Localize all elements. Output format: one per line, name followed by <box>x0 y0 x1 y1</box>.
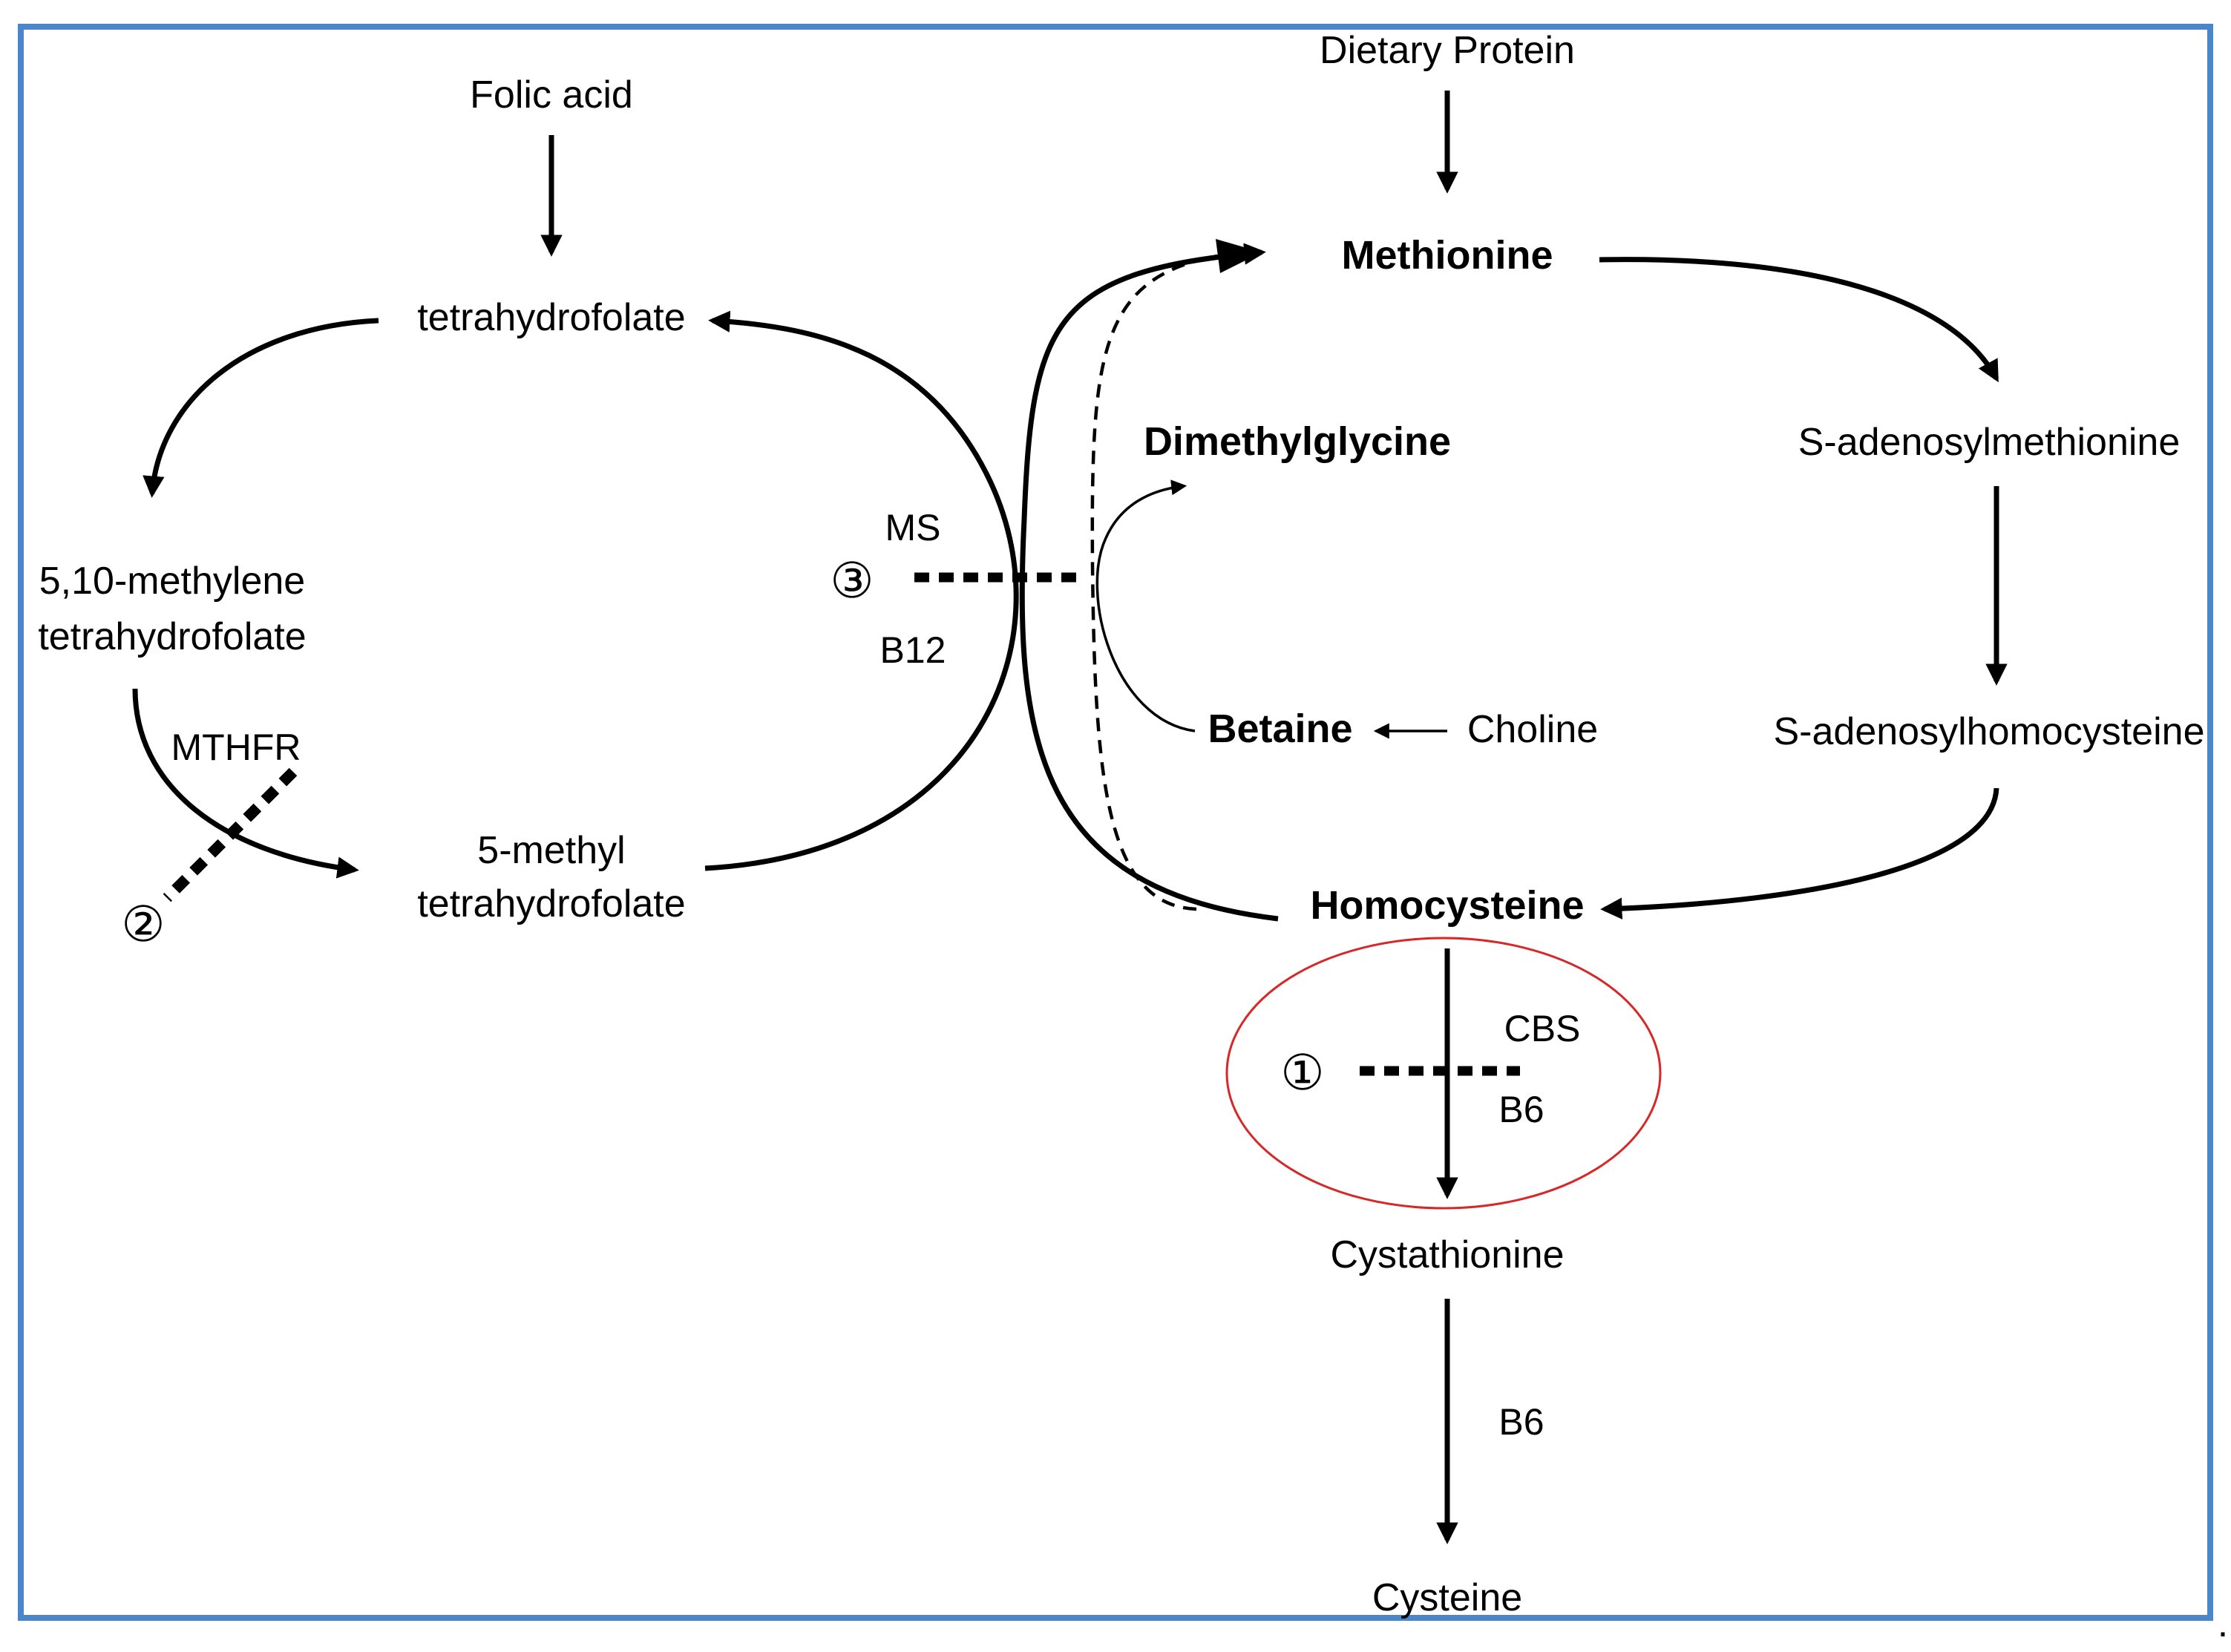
block-marker-1: ① <box>1280 1044 1324 1101</box>
homocysteine-to-methionine-ms-arrow <box>1019 243 1279 922</box>
methylene-thf-to-methyl-thf-arrow <box>132 688 359 879</box>
methylene-thf-label-line2: tetrahydrofolate <box>38 615 306 658</box>
dietary-protein-label: Dietary Protein <box>1320 29 1575 72</box>
block-marker-2: ② <box>121 896 165 953</box>
b6-cystathionine-cofactor-label: B6 <box>1498 1401 1544 1443</box>
b12-cofactor-label: B12 <box>880 629 946 671</box>
ms-enzyme-label: MS <box>885 507 941 548</box>
cysteine-label: Cysteine <box>1372 1576 1522 1619</box>
homocysteine-label: Homocysteine <box>1310 883 1584 928</box>
choline-label: Choline <box>1467 708 1598 751</box>
methylene-thf-label-line1: 5,10-methylene <box>39 560 305 603</box>
methionine-to-sam-arrow <box>1599 257 1999 383</box>
betaine-path-arrowhead <box>1216 239 1262 273</box>
methionine-label: Methionine <box>1342 233 1553 278</box>
thf-to-methylene-thf-arrow <box>142 318 379 498</box>
s-adenosylmethionine-label: S-adenosylmethionine <box>1798 421 2181 464</box>
b6-cbs-cofactor-label: B6 <box>1498 1089 1544 1130</box>
s-adenosylhomocysteine-label: S-adenosylhomocysteine <box>1774 710 2205 753</box>
homocysteine-to-methionine-betaine-path <box>1090 254 1218 911</box>
tetrahydrofolate-label: tetrahydrofolate <box>417 296 685 339</box>
betaine-to-dimethylglycine-arrow <box>1095 479 1196 732</box>
sah-to-homocysteine-arrow <box>1600 787 1999 920</box>
folic-acid-label: Folic acid <box>470 73 633 117</box>
methyl-thf-label-line2: tetrahydrofolate <box>417 882 685 925</box>
mthfr-enzyme-label: MTHFR <box>171 727 301 768</box>
betaine-label: Betaine <box>1208 707 1352 751</box>
dimethylglycine-label: Dimethylglycine <box>1144 419 1451 464</box>
methyl-thf-label-line1: 5-methyl <box>477 829 625 872</box>
trailing-period: . <box>2218 1602 2228 1645</box>
cbs-enzyme-label: CBS <box>1504 1008 1581 1049</box>
cystathionine-label: Cystathionine <box>1330 1233 1564 1276</box>
methyl-thf-to-thf-arrow <box>704 310 1019 871</box>
diagram-frame <box>18 24 2213 1621</box>
block-marker-3: ③ <box>830 552 874 609</box>
cbs-highlight-ellipse <box>1225 937 1662 1210</box>
mthfr-block-dots <box>163 767 298 902</box>
